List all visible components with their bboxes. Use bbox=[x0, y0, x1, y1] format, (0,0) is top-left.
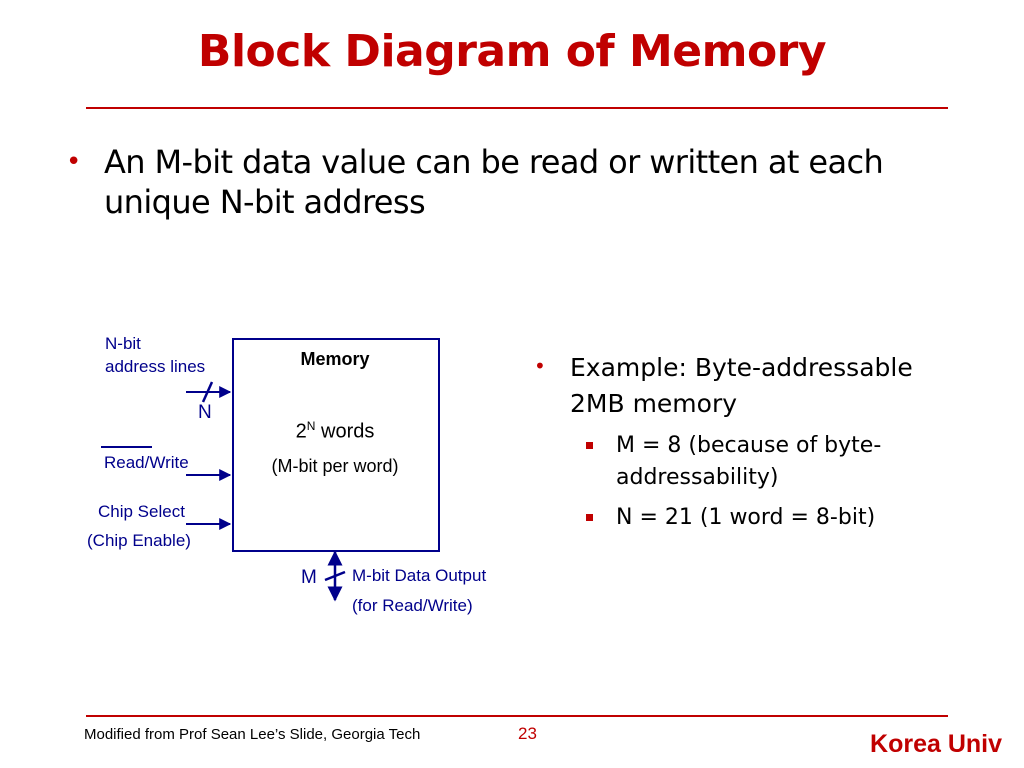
brand-logo-text: Korea Univ bbox=[870, 730, 1002, 758]
words-text: words bbox=[321, 420, 375, 443]
words-exponent: N bbox=[306, 419, 316, 433]
main-bullet-text: An M-bit data value can be read or writt… bbox=[104, 143, 884, 221]
memory-block-title: Memory bbox=[300, 349, 370, 369]
example-heading: Example: Byte-addressable 2MB memory bbox=[570, 350, 970, 422]
example-heading-line1: Example: Byte-addressable bbox=[570, 353, 913, 382]
read-write-label: Read/Write bbox=[104, 453, 189, 472]
example-heading-line2: 2MB memory bbox=[570, 389, 738, 418]
slide-title: Block Diagram of Memory bbox=[197, 26, 827, 77]
data-bus-arrow bbox=[324, 550, 346, 602]
example-sub-item: M = 8 (because of byte- addressability) bbox=[586, 430, 986, 500]
address-label-line1: N-bit bbox=[105, 334, 141, 353]
example-bullet-dot-icon: • bbox=[534, 354, 546, 378]
title-divider bbox=[86, 107, 948, 109]
footer-divider bbox=[86, 715, 948, 717]
sub-item-line2: addressability) bbox=[616, 465, 779, 490]
data-output-label-line1: M-bit Data Output bbox=[352, 566, 487, 585]
square-bullet-icon bbox=[586, 442, 593, 449]
footer-credit: Modified from Prof Sean Lee’s Slide, Geo… bbox=[84, 726, 421, 743]
memory-words-label: 2N words bbox=[232, 419, 438, 444]
sub-item-line1: M = 8 (because of byte- bbox=[616, 433, 882, 458]
sub-item-line1: N = 21 (1 word = 8-bit) bbox=[616, 505, 876, 530]
example-sub-item: N = 21 (1 word = 8-bit) bbox=[586, 502, 986, 538]
bullet-dot-icon: • bbox=[66, 147, 82, 177]
address-bus-width: N bbox=[198, 402, 212, 423]
words-base: 2 bbox=[295, 420, 307, 443]
chip-select-label-line2: (Chip Enable) bbox=[87, 531, 191, 550]
data-output-label-line2: (for Read/Write) bbox=[352, 596, 473, 615]
memory-per-word: (M-bit per word) bbox=[271, 456, 399, 476]
chip-select-label-line1: Chip Select bbox=[98, 502, 185, 521]
address-label-line2: address lines bbox=[105, 357, 206, 376]
square-bullet-icon bbox=[586, 514, 593, 521]
page-number: 23 bbox=[518, 724, 537, 743]
data-bus-width: M bbox=[301, 567, 317, 588]
address-bus-arrow bbox=[186, 381, 232, 403]
